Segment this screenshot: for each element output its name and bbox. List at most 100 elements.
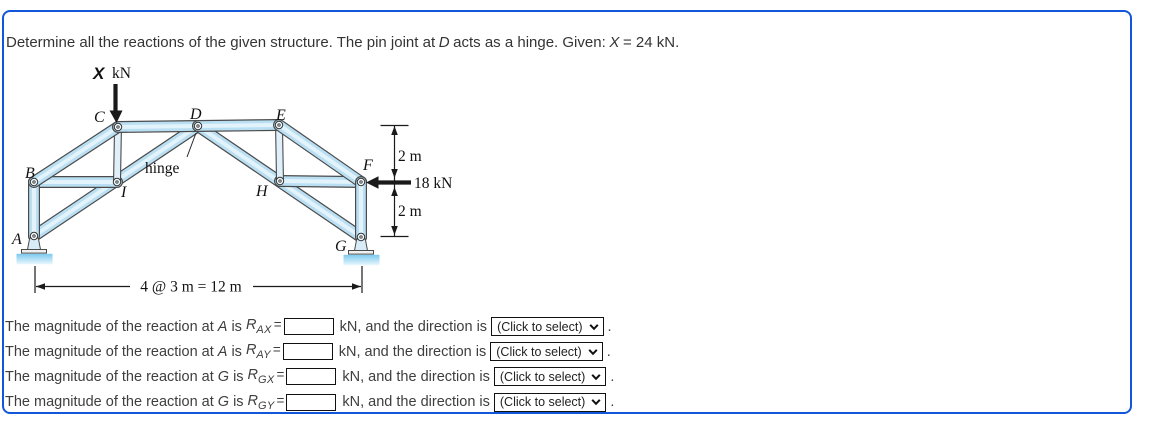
joint-label-f: F (362, 157, 373, 174)
reaction-value-input-rgx[interactable] (286, 368, 337, 386)
direction-select-rgy[interactable]: (Click to select) (493, 392, 607, 412)
load-x-symbol: X (92, 64, 106, 83)
prompt-part1: Determine all the reactions of the given… (6, 34, 436, 51)
joint-pin (32, 234, 36, 238)
joint-label-c: C (94, 109, 105, 126)
load-x-unit: kN (112, 65, 131, 82)
unit-label: kN, (339, 318, 362, 335)
question-verb: is (231, 343, 242, 360)
select-label: (Click to select) (499, 395, 586, 410)
truss-member (114, 124, 121, 185)
joint-symbol: G (217, 394, 230, 411)
truss-diagram: X kN 18 kN 2 m 2 m 4 @ 3 m (11, 64, 452, 296)
truss-member (116, 124, 200, 129)
reaction-value-input-ray[interactable] (282, 343, 333, 361)
dim-label-2m-bottom: 2 m (398, 203, 422, 220)
period: . (610, 394, 615, 411)
joint-pin (359, 180, 363, 184)
reaction-value-input-rgy[interactable] (286, 393, 337, 411)
dimension-right (380, 124, 409, 238)
reaction-symbol-rax: RAX= (245, 317, 282, 337)
period: . (607, 318, 612, 335)
reaction-symbol-rgy: RGY= (247, 392, 285, 412)
period: . (610, 368, 615, 385)
truss-member (196, 123, 281, 128)
joint-pin (278, 179, 282, 183)
joint-pin (113, 122, 123, 132)
prompt-part3: = 24 kN. (622, 34, 680, 51)
joint-pin (193, 121, 203, 131)
select-label: (Click to select) (499, 369, 586, 384)
joint-label-d: D (189, 106, 202, 123)
question-prefix: The magnitude of the reaction at (5, 318, 214, 335)
select-label: (Click to select) (497, 319, 583, 334)
problem-statement: Determine all the reactions of the given… (6, 34, 683, 51)
reaction-symbol-ray: RAY= (245, 342, 281, 362)
joint-pin (116, 125, 120, 129)
question-verb: is (231, 318, 242, 335)
joint-pin (29, 231, 39, 241)
chevron-down-icon (588, 348, 598, 356)
joint-label-a: A (11, 231, 22, 248)
period: . (606, 343, 611, 360)
question-mid: and the direction is (365, 318, 488, 335)
truss-member (32, 125, 120, 184)
select-label: (Click to select) (496, 344, 582, 359)
dimension-bottom (34, 266, 363, 293)
direction-select-rgx[interactable]: (Click to select) (493, 367, 607, 387)
load-arrow-x (109, 84, 123, 123)
truss-member (276, 122, 283, 184)
joint-pin (112, 177, 122, 187)
direction-select-ray[interactable]: (Click to select) (490, 342, 603, 362)
joint-pin (356, 232, 366, 242)
joint-pin (359, 235, 363, 239)
prompt-joint-d: D (438, 34, 450, 51)
reaction-value-input-rax[interactable] (283, 318, 334, 336)
question-row-rgx: The magnitude of the reaction at G is RG… (5, 364, 618, 389)
question-row-rax: The magnitude of the reaction at A is RA… (5, 314, 618, 339)
pin-support-g (343, 235, 380, 266)
base-plate (348, 250, 374, 255)
joint-label-g: G (335, 238, 347, 255)
joint-pins (29, 120, 366, 242)
joint-pin (356, 177, 366, 187)
hinge-leader-line (186, 132, 197, 158)
joint-label-b: B (25, 165, 35, 182)
truss-member (278, 179, 363, 184)
joint-label-e: E (275, 107, 286, 124)
direction-select-rax[interactable]: (Click to select) (491, 317, 604, 337)
joint-pin (274, 120, 284, 130)
unit-label: kN, (342, 368, 365, 385)
question-row-ray: The magnitude of the reaction at A is RA… (5, 339, 618, 364)
joint-pin (29, 177, 39, 187)
ground-block (343, 254, 380, 266)
unit-label: kN, (342, 394, 365, 411)
load-arrow-18kn (366, 176, 411, 189)
joint-pin (32, 180, 36, 184)
base-plate (21, 249, 47, 254)
truss-member (277, 123, 363, 184)
questions-section: The magnitude of the reaction at A is RA… (5, 314, 618, 415)
joint-label-i: I (120, 184, 127, 201)
joint-pin (277, 123, 281, 127)
question-mid: and the direction is (368, 394, 490, 411)
load-18kn-label: 18 kN (414, 175, 452, 192)
prompt-x-symbol: X (609, 34, 620, 51)
question-mid: and the direction is (364, 343, 487, 360)
joint-pin (196, 124, 200, 128)
dim-label-2m-top: 2 m (398, 148, 422, 165)
question-prefix: The magnitude of the reaction at (5, 394, 214, 411)
truss-members (28, 119, 367, 243)
reaction-symbol-rgx: RGX= (247, 367, 285, 387)
question-prefix: The magnitude of the reaction at (5, 343, 214, 360)
question-verb: is (233, 394, 244, 411)
question-row-rgy: The magnitude of the reaction at G is RG… (5, 390, 618, 415)
question-prefix: The magnitude of the reaction at (5, 368, 214, 385)
joint-pin (275, 176, 285, 186)
chevron-down-icon (588, 323, 599, 330)
chevron-down-icon (591, 374, 601, 381)
hinge-label: hinge (145, 160, 180, 177)
prompt-part2: acts as a hinge. Given: (453, 34, 606, 51)
joint-symbol: A (217, 343, 228, 360)
